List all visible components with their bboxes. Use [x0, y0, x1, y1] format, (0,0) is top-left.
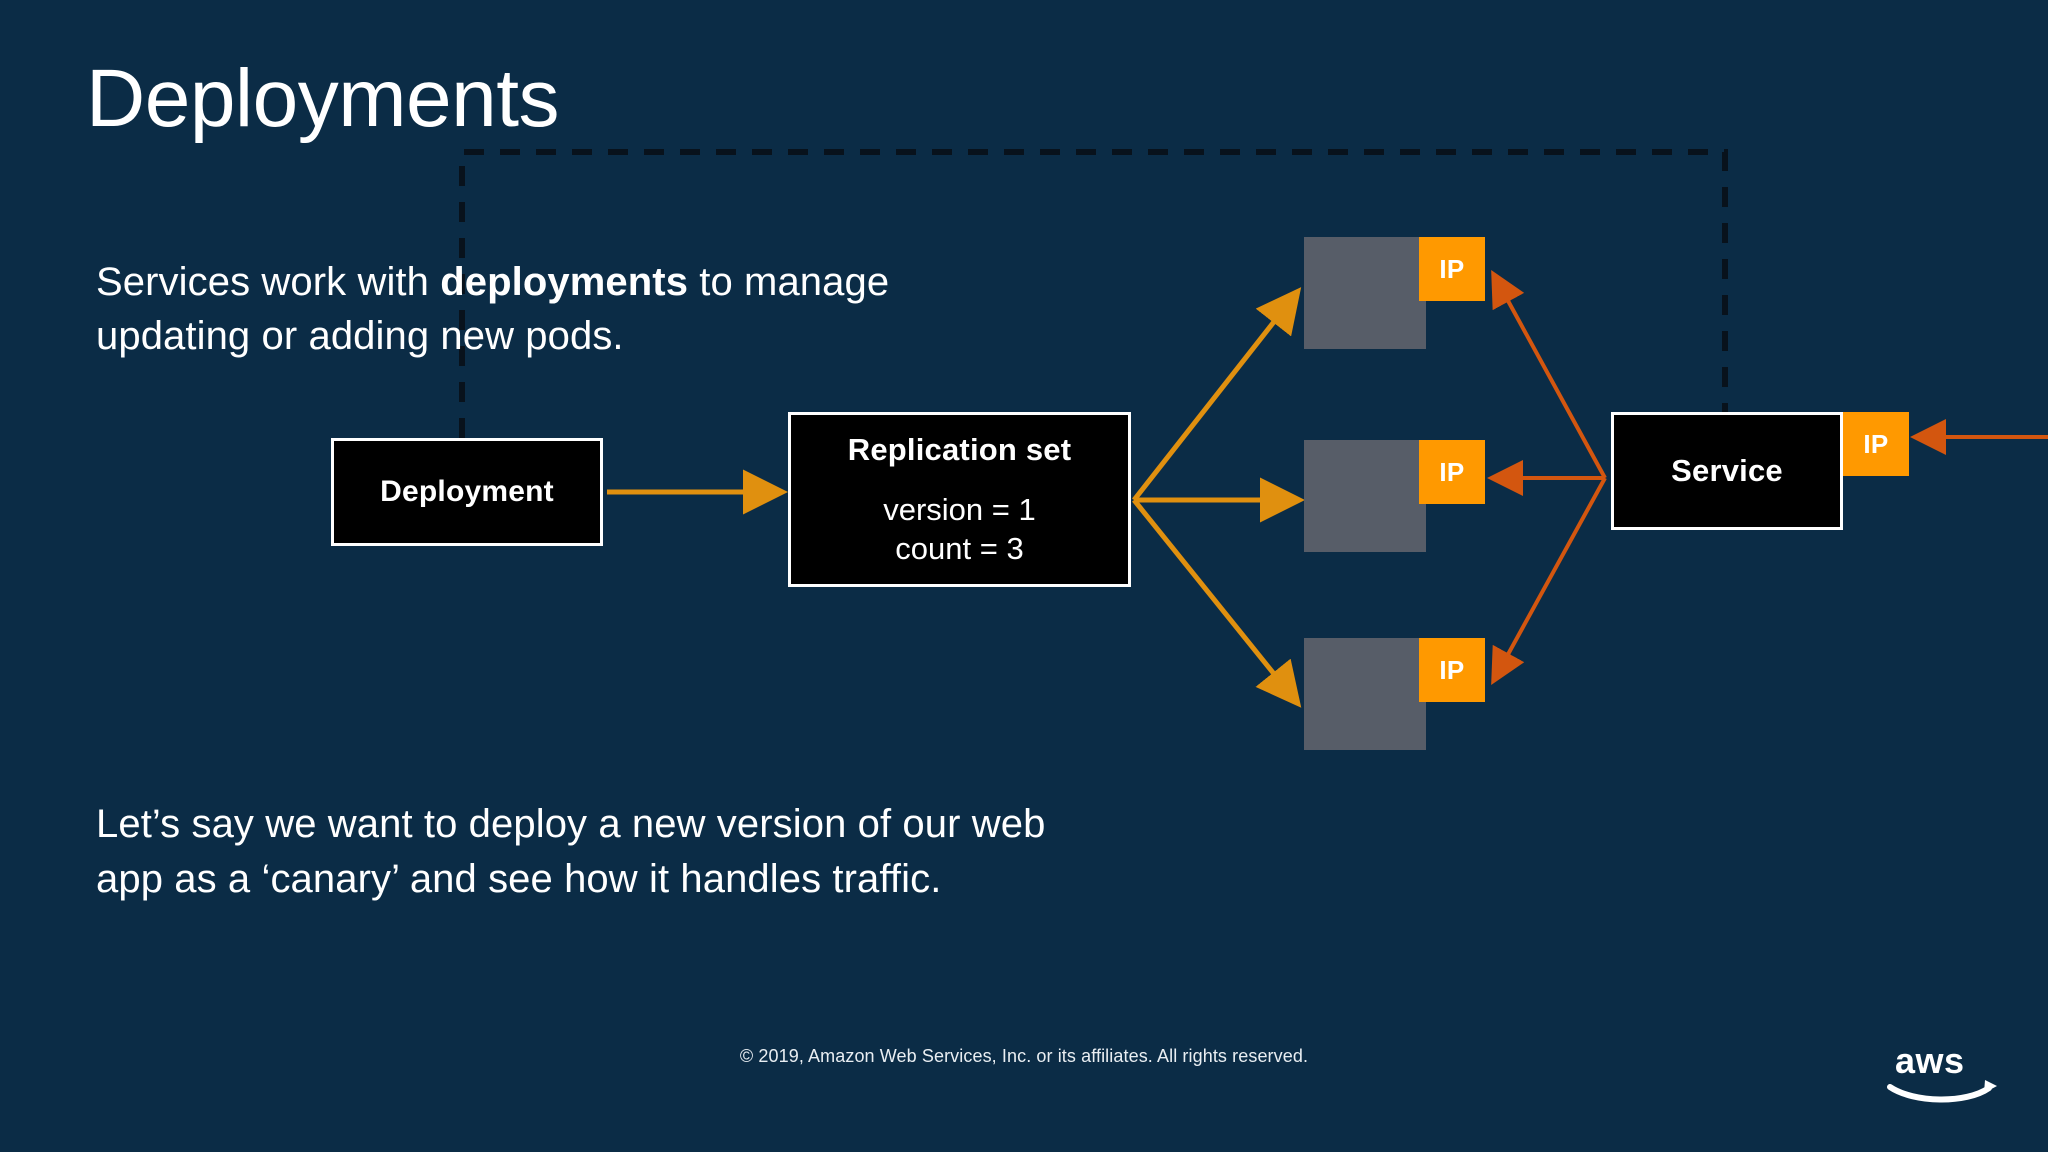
- replication-set-version: version = 1: [883, 492, 1036, 527]
- pod-ip-badge[interactable]: IP: [1419, 440, 1485, 504]
- service-box-label: Service: [1671, 453, 1783, 488]
- aws-logo: aws: [1887, 1040, 1997, 1103]
- replication-set-count: count = 3: [895, 531, 1024, 566]
- svg-text:aws: aws: [1895, 1040, 1965, 1081]
- pod-ip-badge[interactable]: IP: [1419, 638, 1485, 702]
- intro-paragraph-lead: Services work with: [96, 260, 441, 304]
- pod-box[interactable]: [1304, 237, 1426, 349]
- pod-box[interactable]: [1304, 638, 1426, 750]
- closing-paragraph: Let’s say we want to deploy a new versio…: [96, 802, 1046, 901]
- pod-box[interactable]: [1304, 440, 1426, 552]
- deployment-box[interactable]: Deployment: [331, 438, 603, 546]
- service-ip-badge[interactable]: IP: [1843, 412, 1909, 476]
- deployment-box-label: Deployment: [380, 475, 554, 508]
- replication-set-details: version = 1 count = 3: [883, 490, 1036, 568]
- replication-set-box[interactable]: Replication set version = 1 count = 3: [788, 412, 1131, 587]
- replication-set-title: Replication set: [847, 432, 1072, 467]
- arrow-replication-to-pod-1: [1132, 287, 1302, 502]
- page-title: Deployments: [86, 53, 560, 144]
- arrow-service-to-ip-1: [1491, 269, 1607, 479]
- intro-paragraph: Services work with deployments to manage…: [96, 255, 1036, 363]
- intro-paragraph-emphasis: deployments: [440, 260, 689, 304]
- arrow-replication-to-pod-3: [1132, 498, 1302, 708]
- intro-paragraph-tail: to manage updating or adding new pods.: [96, 260, 890, 358]
- service-box[interactable]: Service: [1611, 412, 1843, 530]
- arrow-service-to-ip-3: [1491, 477, 1607, 686]
- footer-copyright: © 2019, Amazon Web Services, Inc. or its…: [739, 1046, 1309, 1066]
- pod-ip-badge[interactable]: IP: [1419, 237, 1485, 301]
